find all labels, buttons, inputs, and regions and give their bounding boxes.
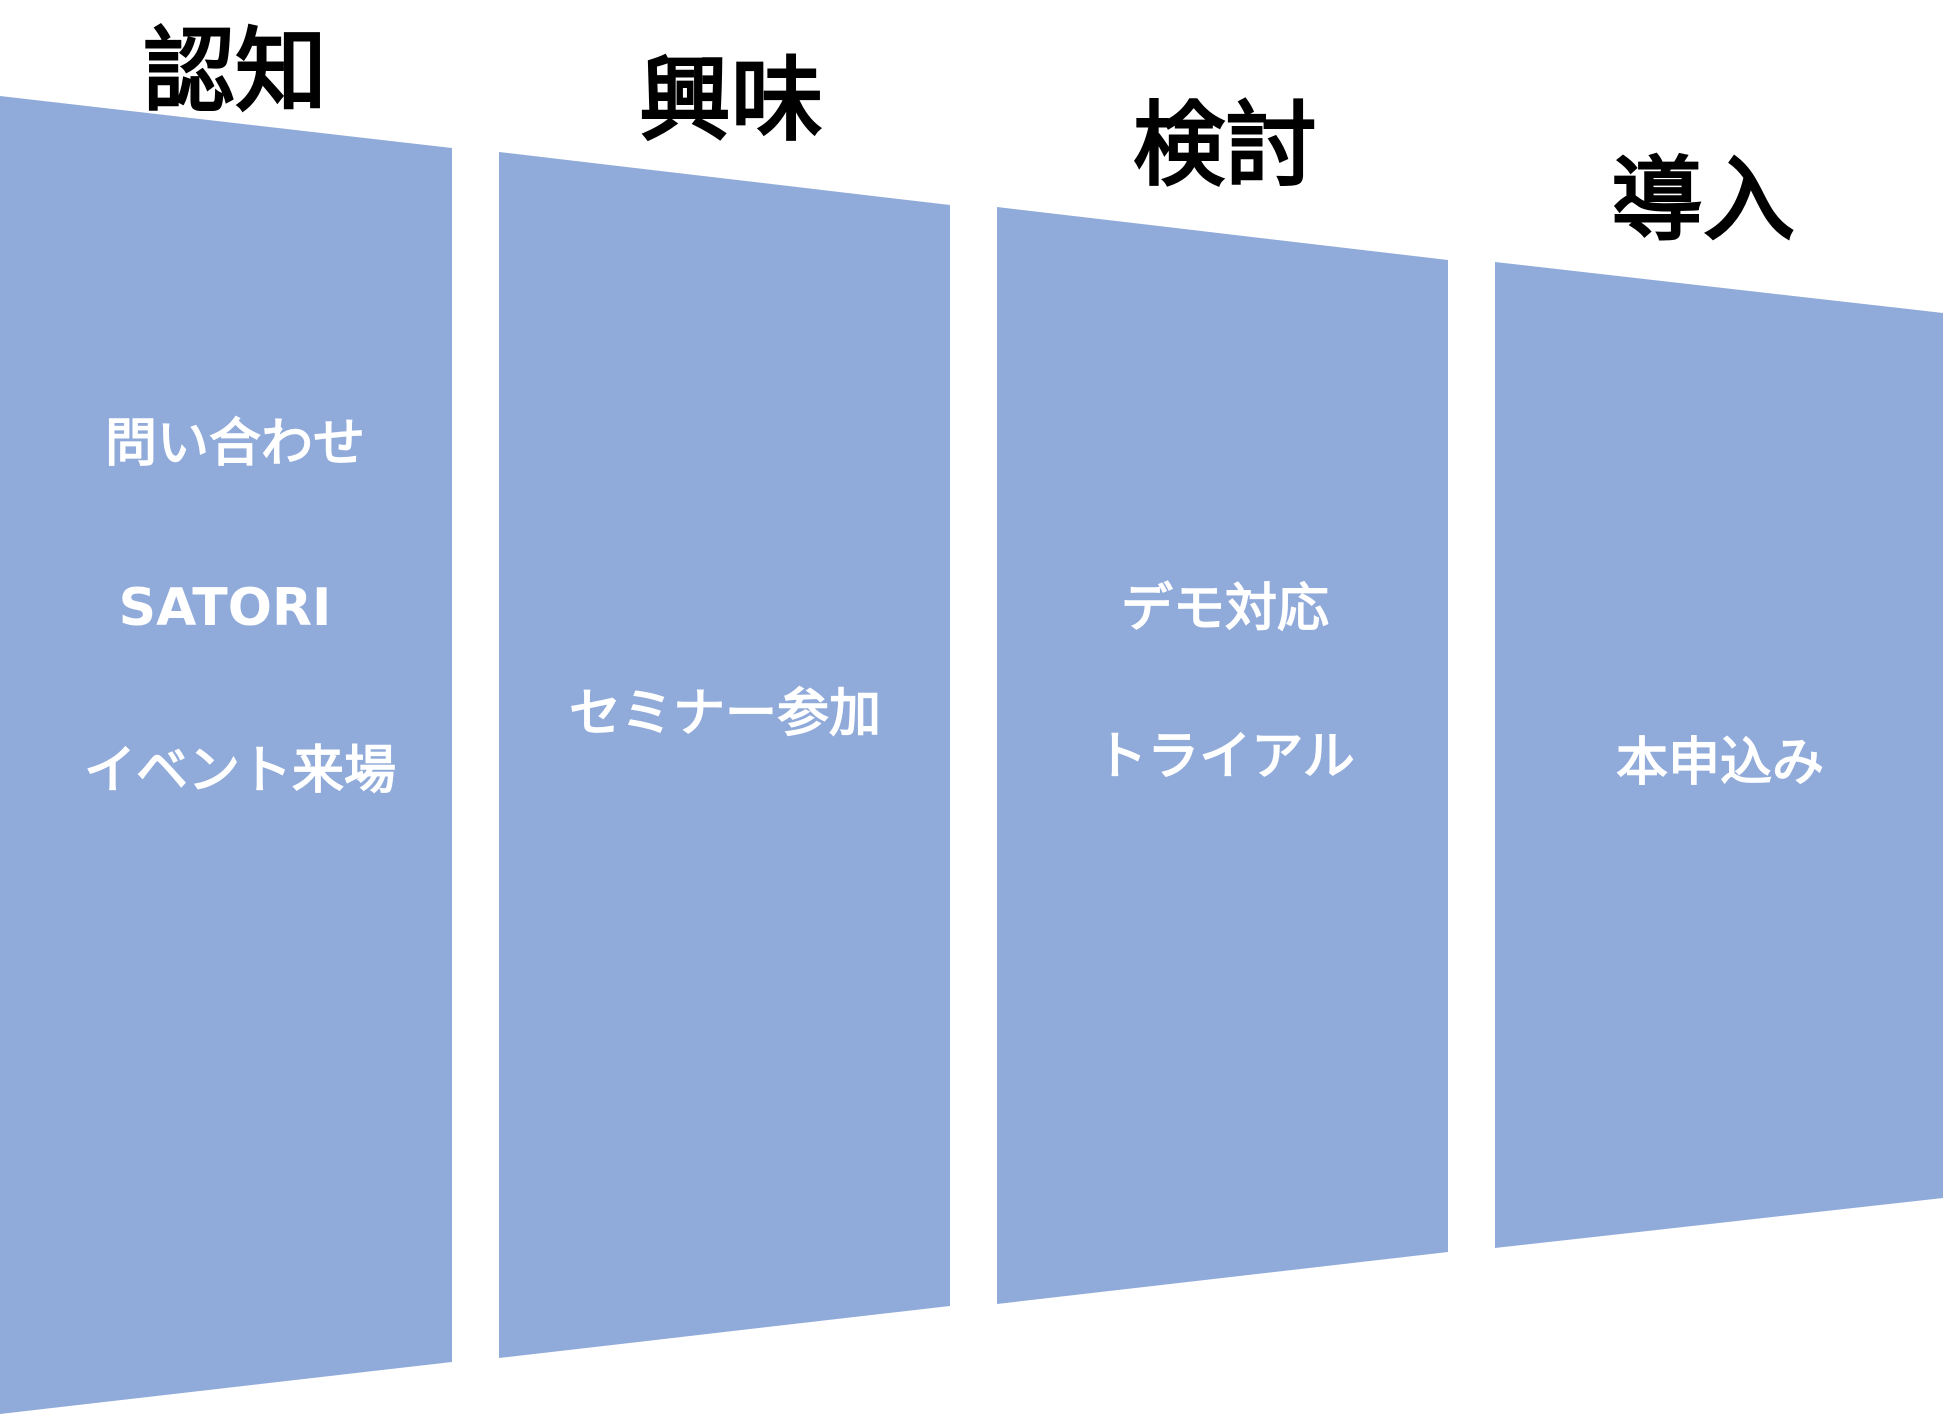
stage-panel-consideration	[997, 207, 1448, 1304]
stage-title-interest: 興味	[638, 47, 823, 154]
stage-item-satori: SATORI	[118, 578, 332, 638]
stage-title-adoption: 導入	[1610, 147, 1795, 254]
stage-panel-adoption	[1495, 262, 1943, 1248]
stage-item-application: 本申込み	[1615, 733, 1824, 793]
stage-item-demo: デモ対応	[1120, 579, 1329, 639]
stage-title-awareness: 認知	[143, 18, 328, 125]
stage-item-inquiry: 問い合わせ	[104, 414, 365, 474]
stage-title-consideration: 検討	[1132, 92, 1317, 199]
stage-panel-awareness	[0, 96, 452, 1414]
stage-item-seminar: セミナー参加	[568, 684, 881, 744]
stage-item-event-visit: イベント来場	[83, 741, 396, 801]
stage-item-trial: トライアル	[1095, 727, 1355, 787]
stage-panel-interest	[499, 152, 950, 1358]
